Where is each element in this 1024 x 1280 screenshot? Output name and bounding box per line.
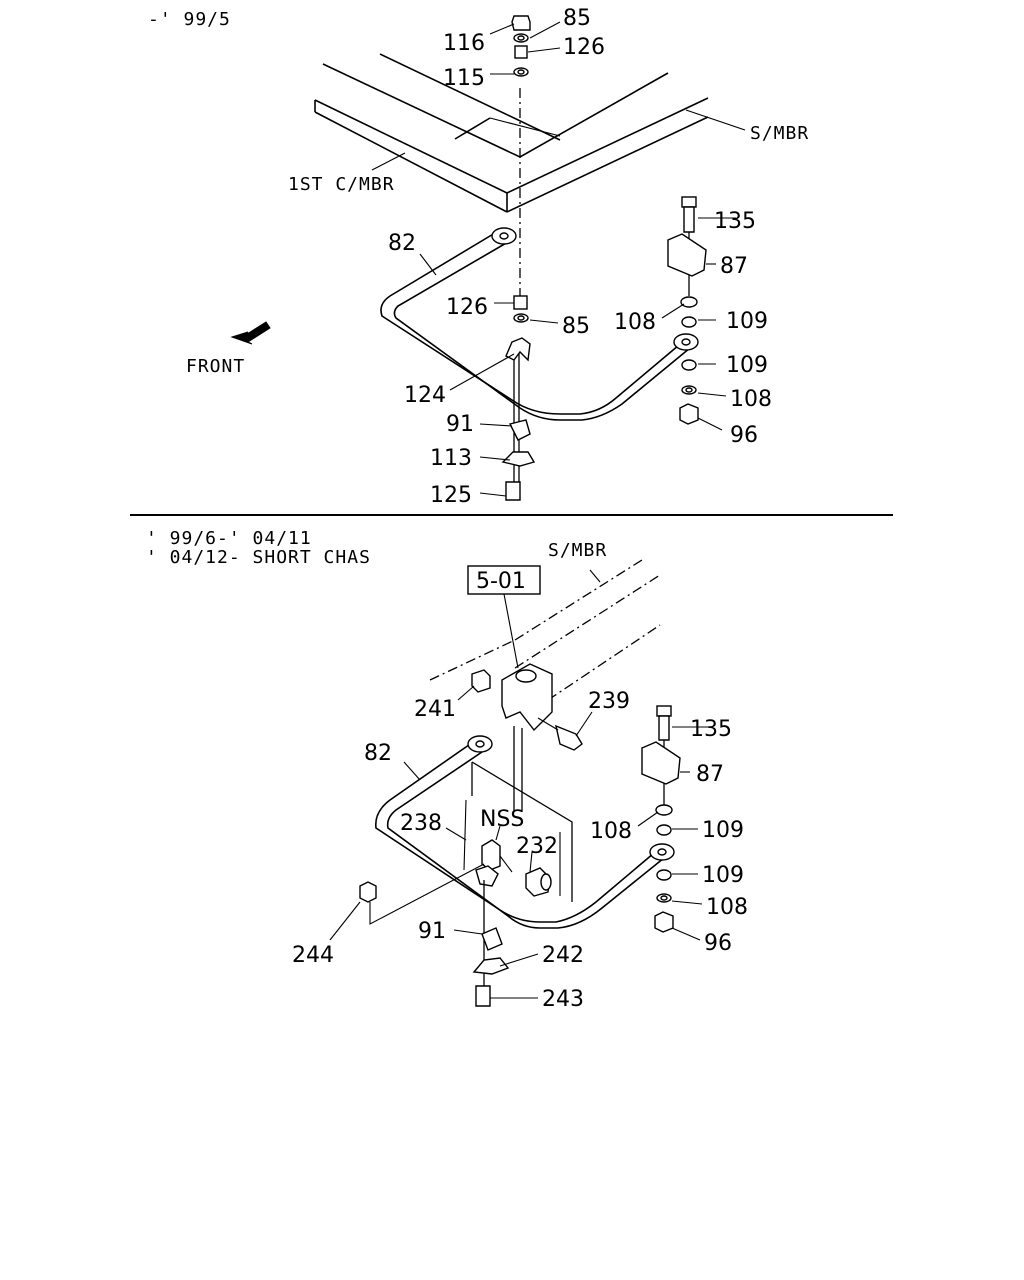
part-number: 244 — [292, 943, 334, 968]
part-number: 87 — [696, 762, 724, 787]
part-number: 82 — [364, 741, 392, 766]
bottom-leaders — [329, 685, 712, 999]
part-number: 109 — [702, 863, 744, 888]
bottom-link-hardware — [359, 880, 510, 1007]
nss-kit-outline: NSS — [369, 761, 573, 925]
part-number: 116 — [443, 31, 485, 56]
top-cmbr-label: 1ST C/MBR — [288, 174, 395, 195]
part-number: 85 — [563, 6, 591, 31]
reference-box-5-01: 5-01 — [467, 565, 541, 669]
top-section: -' 99/5 S/MBR 1ST C/MBR — [148, 6, 809, 508]
part-number: 124 — [404, 383, 446, 408]
part-number: 238 — [400, 811, 442, 836]
part-number: 239 — [588, 689, 630, 714]
top-stabilizer-bar — [380, 227, 699, 421]
part-number: 241 — [414, 697, 456, 722]
bottom-stabilizer-bar — [374, 735, 675, 929]
part-number: 126 — [563, 35, 605, 60]
bottom-frame-bracket — [471, 663, 583, 812]
top-leaders — [419, 21, 736, 497]
part-number: 91 — [446, 412, 474, 437]
part-number: 87 — [720, 254, 748, 279]
reference-box-label: 5-01 — [476, 569, 526, 594]
top-link-hardware-upper — [511, 15, 531, 77]
part-number: 108 — [614, 310, 656, 335]
top-right-bracket — [667, 196, 707, 425]
part-number: 115 — [443, 66, 485, 91]
top-period-label: -' 99/5 — [148, 9, 231, 30]
front-label: FRONT — [186, 356, 245, 377]
part-number: 242 — [542, 943, 584, 968]
part-number: 125 — [430, 483, 472, 508]
frame-top: S/MBR 1ST C/MBR — [288, 53, 809, 213]
bottom-period-label-2: ' 04/12- SHORT CHAS — [146, 547, 371, 568]
part-number: 135 — [714, 209, 756, 234]
part-number: 126 — [446, 295, 488, 320]
part-number: 108 — [730, 387, 772, 412]
front-arrow-icon — [230, 321, 271, 345]
bottom-part-numbers: 241 239 135 82 87 238 232 108 109 109 10… — [292, 689, 748, 1012]
part-number: 96 — [704, 931, 732, 956]
nss-label: NSS — [480, 807, 524, 832]
bottom-right-bracket — [641, 705, 681, 933]
bottom-smbr-label: S/MBR — [548, 540, 607, 561]
top-smbr-label: S/MBR — [750, 123, 809, 144]
bottom-section: ' 99/6-' 04/11 ' 04/12- SHORT CHAS S/MBR… — [146, 528, 748, 1012]
part-number: 96 — [730, 423, 758, 448]
part-number: 109 — [702, 818, 744, 843]
part-number: 243 — [542, 987, 584, 1012]
part-number: 109 — [726, 353, 768, 378]
part-number: 108 — [706, 895, 748, 920]
part-number: 82 — [388, 231, 416, 256]
part-number: 232 — [516, 834, 558, 859]
part-number: 91 — [418, 919, 446, 944]
part-number: 113 — [430, 446, 472, 471]
part-number: 108 — [590, 819, 632, 844]
part-number: 109 — [726, 309, 768, 334]
part-number: 135 — [690, 717, 732, 742]
top-part-numbers: 116 85 126 115 135 87 82 126 85 108 109 … — [388, 6, 772, 508]
frame-bottom: S/MBR — [429, 540, 661, 701]
bottom-period-label-1: ' 99/6-' 04/11 — [146, 528, 312, 549]
part-number: 85 — [562, 314, 590, 339]
